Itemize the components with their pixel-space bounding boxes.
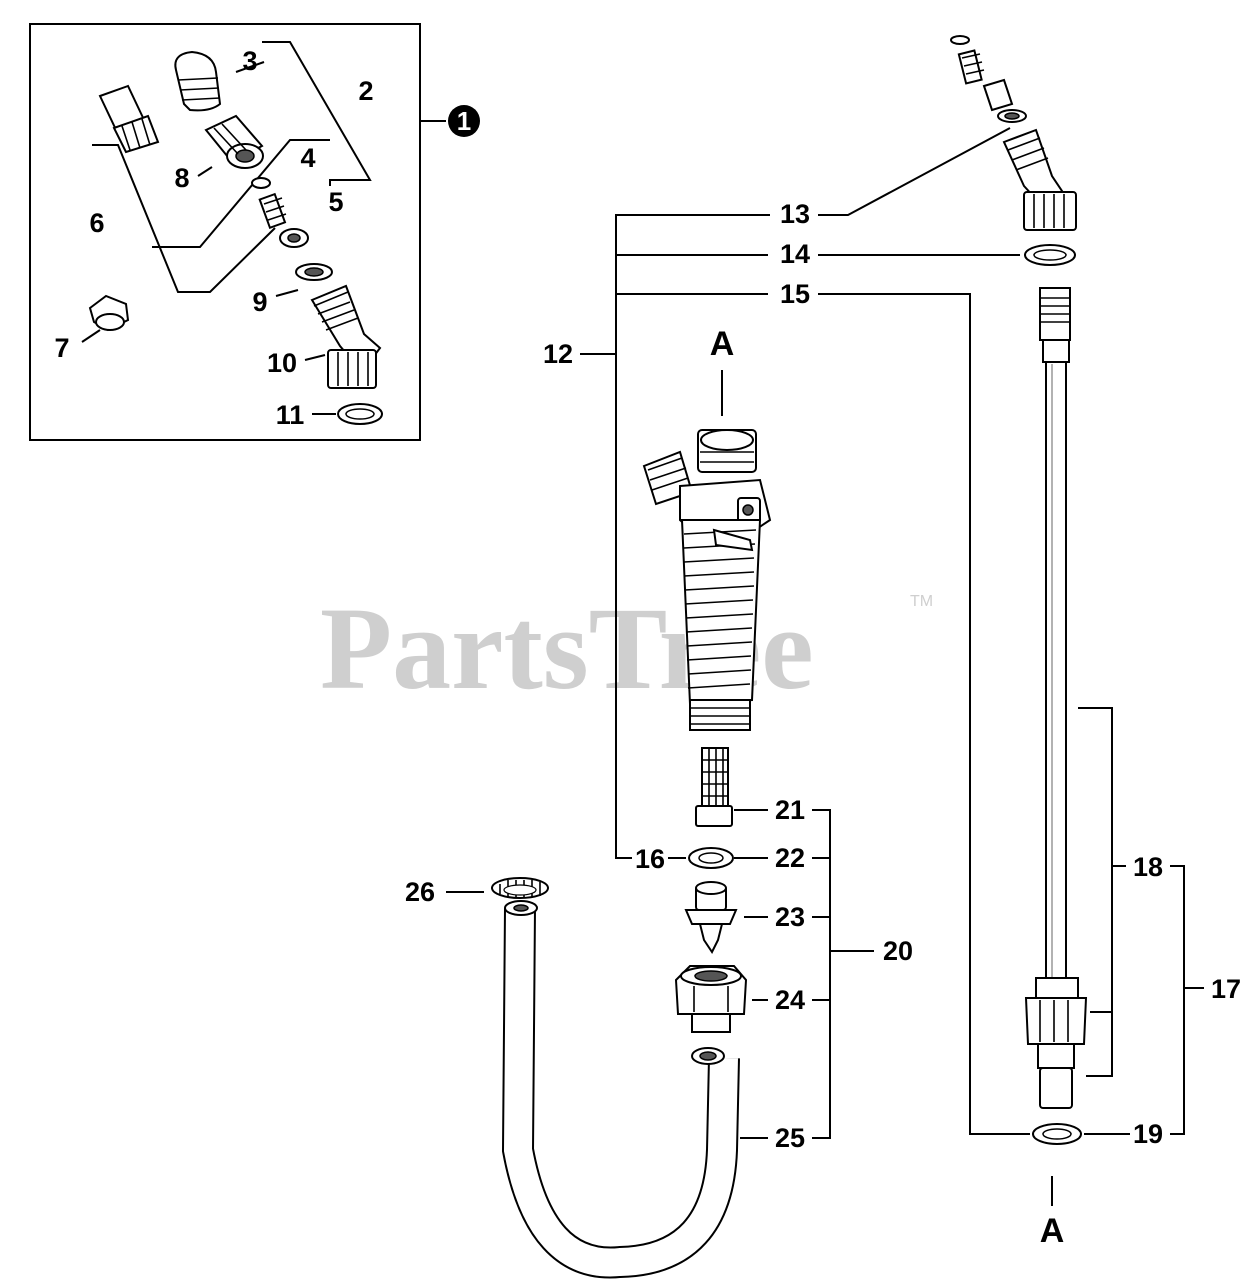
part-21-filter	[695, 747, 733, 827]
part-6-nozzle-body	[98, 84, 160, 154]
label-23: 23	[775, 902, 805, 932]
part-22-washer	[688, 847, 734, 869]
part-9-washer	[295, 263, 333, 281]
label-9: 9	[252, 287, 267, 317]
svg-text:1: 1	[457, 106, 471, 136]
label-2: 2	[358, 76, 373, 106]
label-8: 8	[174, 163, 189, 193]
label-25: 25	[775, 1123, 805, 1153]
label-20: 20	[883, 936, 913, 966]
label-12: 12	[543, 339, 573, 369]
label-7: 7	[54, 333, 69, 363]
part-7-adapter	[88, 294, 130, 332]
label-22: 22	[775, 843, 805, 873]
label-19: 19	[1133, 1119, 1163, 1149]
label-24: 24	[775, 985, 805, 1015]
part-8-cap-nut	[204, 114, 264, 169]
label-14: 14	[780, 239, 810, 269]
inset-box	[29, 23, 421, 441]
part-14-washer	[1024, 244, 1076, 266]
label-10: 10	[267, 348, 297, 378]
marker-a-top: A	[710, 325, 735, 363]
part-5-valve-stem	[258, 192, 309, 248]
label-18: 18	[1133, 852, 1163, 882]
part-19-washer	[1032, 1123, 1082, 1145]
valve-handle-assembly	[642, 429, 772, 731]
wand-tube	[1024, 287, 1088, 1109]
part-10-elbow-fitting	[310, 284, 382, 389]
part-23-hose-barb	[684, 881, 738, 954]
part-25-hose	[501, 900, 740, 1279]
label-3: 3	[242, 46, 257, 76]
watermark-tm: TM	[910, 593, 933, 610]
label-11: 11	[276, 400, 305, 430]
label-6: 6	[89, 208, 104, 238]
label-15: 15	[780, 279, 810, 309]
label-5: 5	[328, 187, 343, 217]
top-nozzle-assembly	[950, 35, 1077, 231]
leader-lines	[446, 127, 1204, 1206]
part-3-nozzle-tip	[174, 50, 222, 112]
part-4-o-ring	[251, 177, 271, 189]
label-16: 16	[635, 844, 665, 874]
label-13: 13	[780, 199, 810, 229]
part-24-hex-nut	[674, 965, 748, 1033]
label-17: 17	[1211, 974, 1241, 1004]
label-26: 26	[405, 877, 435, 907]
label-21: 21	[775, 795, 805, 825]
callout-labels: 3 2 4 8 5 6 9 7 10 11 13 14 15 12 16 21 …	[54, 46, 1241, 1250]
part-26-hose-clamp	[491, 877, 549, 899]
kit-badge: 1	[448, 105, 480, 137]
part-11-washer	[337, 403, 383, 425]
marker-a-bottom: A	[1040, 1212, 1065, 1250]
label-4: 4	[300, 143, 315, 173]
